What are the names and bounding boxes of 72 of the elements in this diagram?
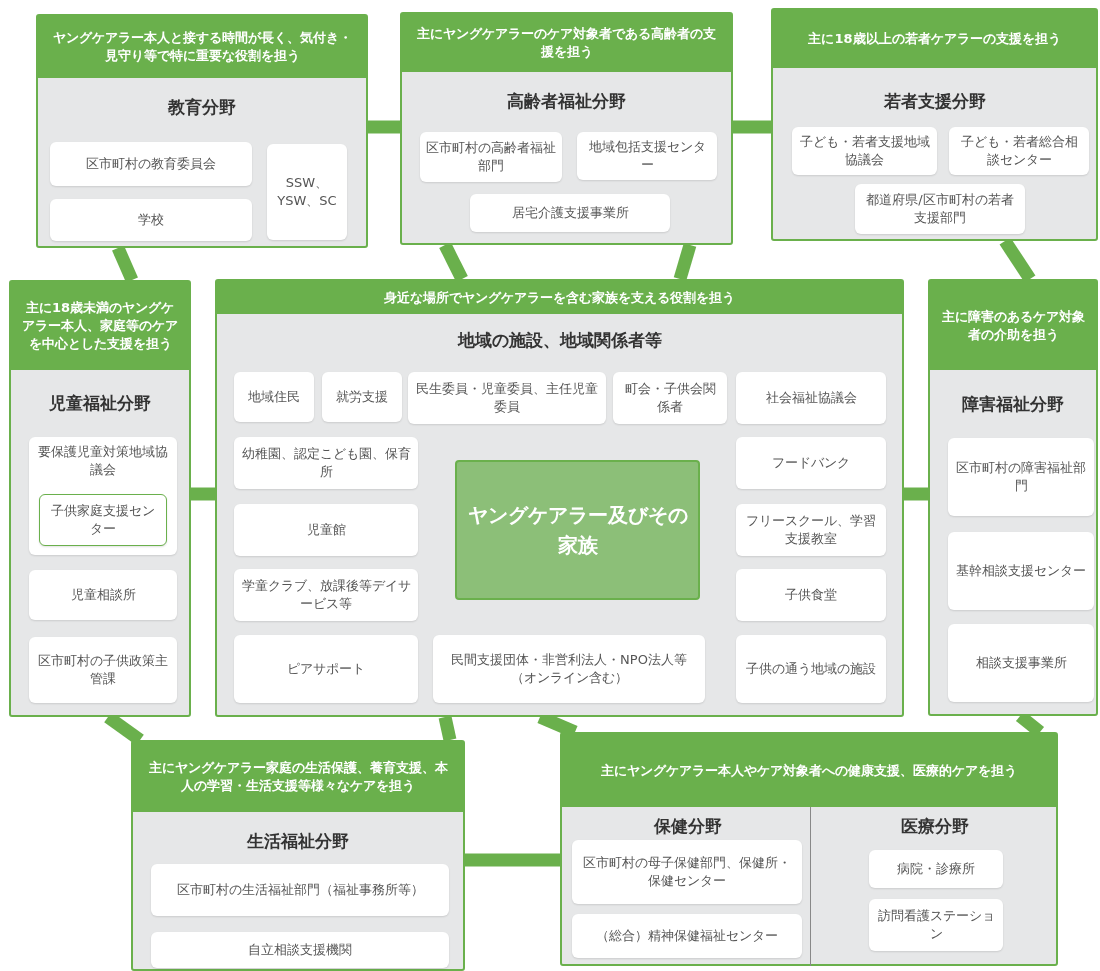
connector-band [438,715,457,742]
org-box: 民間支援団体・非営利法人・NPO法人等（オンライン含む） [433,635,705,703]
sector-panel [36,14,368,248]
org-box: ピアサポート [234,635,418,703]
panel-title: 生活福祉分野 [246,830,350,853]
sector-panel [9,280,191,717]
panel-header: 主にヤングケアラーのケア対象者である高齢者の支援を担う [402,14,731,72]
org-box [29,437,177,555]
sector-panel [215,279,904,717]
org-box: 区市町村の生活福祉部門（福祉事務所等） [151,864,449,916]
org-box: 都道府県/区市町村の若者支援部門 [855,184,1025,234]
connector-band [904,487,928,501]
panel-header: 主にヤングケアラー本人やケア対象者への健康支援、医療的ケアを担う [562,734,1056,807]
connector-band [439,242,468,282]
org-box: 就労支援 [322,372,402,422]
org-box: 地域住民 [234,372,314,422]
org-box: 幼稚園、認定こども園、保育所 [234,437,418,489]
org-box: 区市町村の教育委員会 [50,142,252,186]
panel-title: 地域の施設、地域関係者等 [456,329,663,352]
org-box: 区市町村の障害福祉部門 [948,438,1094,516]
panel-title: 高齢者福祉分野 [506,90,627,113]
org-box: フリースクール、学習支援教室 [736,504,886,556]
section-title: 保健分野 [652,815,723,838]
panel-header: 主にヤングケアラー家庭の生活保護、養育支援、本人の学習・生活支援等様々なケアを担う [133,742,463,812]
org-box: 区市町村の高齢者福祉部門 [420,132,562,182]
section-title: 医療分野 [899,815,970,838]
center-box: ヤングケアラー及びその家族 [455,460,700,600]
org-box: 社会福祉協議会 [736,372,886,424]
connector-band [368,120,400,134]
org-box: フードバンク [736,437,886,489]
org-box: 学童クラブ、放課後等デイサービス等 [234,569,418,621]
org-box: 子供食堂 [736,569,886,621]
org-box: 訪問看護ステーション [869,899,1003,951]
panel-header: 身近な場所でヤングケアラーを含む家族を支える役割を担う [217,281,902,314]
panel-header: 主に18歳未満のヤングケアラー本人、家庭等のケアを中心とした支援を担う [11,282,189,370]
org-box: 町会・子供会関係者 [613,372,727,424]
org-box: 子ども・若者総合相談センター [949,127,1089,175]
org-box: 居宅介護支援事業所 [470,194,670,232]
org-box: 区市町村の母子保健部門、保健所・保健センター [572,840,802,904]
connector-band [112,245,138,283]
org-box: 基幹相談支援センター [948,532,1094,610]
org-box: 子供家庭支援センター [39,494,167,546]
panel-title: 若者支援分野 [882,90,987,113]
org-box: 子ども・若者支援地域協議会 [792,127,937,175]
panel-header: 主に18歳以上の若者ケアラーの支援を担う [773,10,1096,68]
panel-title: 児童福祉分野 [48,392,152,415]
org-box: 自立相談支援機関 [151,932,449,968]
connector-band [673,243,697,281]
panel-header: ヤングケアラー本人と接する時間が長く、気付き・見守り等で特に重要な役割を担う [38,16,366,78]
org-box: 民生委員・児童委員、主任児童委員 [408,372,606,424]
org-box: 病院・診療所 [869,850,1003,888]
org-box: 相談支援事業所 [948,624,1094,702]
sector-panel [560,732,1058,966]
org-box: 学校 [50,199,252,241]
org-box: 児童相談所 [29,570,177,620]
org-box: SSW、YSW、SC [267,144,347,240]
org-box: （総合）精神保健福祉センター [572,914,802,958]
connector-band [191,487,215,501]
panel-title: 障害福祉分野 [961,393,1065,416]
org-box: 区市町村の子供政策主管課 [29,637,177,703]
sector-panel [131,740,465,971]
org-box: 児童館 [234,504,418,556]
sector-panel [771,8,1098,241]
connector-band [465,853,560,867]
sector-panel [400,12,733,245]
org-box: 子供の通う地域の施設 [736,635,886,703]
org-box: 地域包括支援センター [577,132,717,180]
panel-header: 主に障害のあるケア対象者の介助を担う [930,281,1096,370]
connector-band [733,120,771,134]
org-label: 要保護児童対策地域協議会 [37,443,169,479]
sector-panel [928,279,1098,716]
panel-title: 教育分野 [167,96,237,119]
